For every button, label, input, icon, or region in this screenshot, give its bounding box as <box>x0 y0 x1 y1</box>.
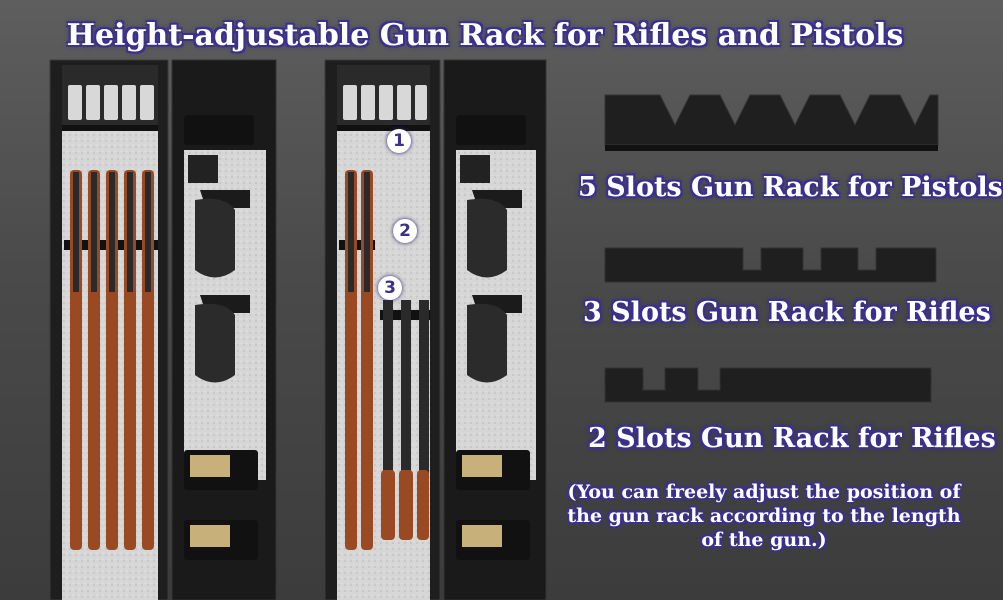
rifle-rack-2-slot-image <box>604 367 932 403</box>
gun-safe-right <box>324 59 547 600</box>
rifle-rack-3-slot-image <box>604 247 937 283</box>
badge-3: 3 <box>378 276 402 300</box>
pistol-rack-5-slot-image <box>604 94 939 151</box>
badge-1: 1 <box>387 129 411 153</box>
gun-safe-left <box>49 59 277 600</box>
page-title: Height-adjustable Gun Rack for Rifles an… <box>66 18 904 53</box>
pistol-rack-label: 5 Slots Gun Rack for Pistols <box>578 172 1003 203</box>
adjustment-note: (You can freely adjust the position of t… <box>567 481 961 551</box>
rifle-rack-3-label: 3 Slots Gun Rack for Rifles <box>583 297 991 328</box>
badge-2: 2 <box>393 219 417 243</box>
rifle-rack-2-label: 2 Slots Gun Rack for Rifles <box>588 423 996 454</box>
